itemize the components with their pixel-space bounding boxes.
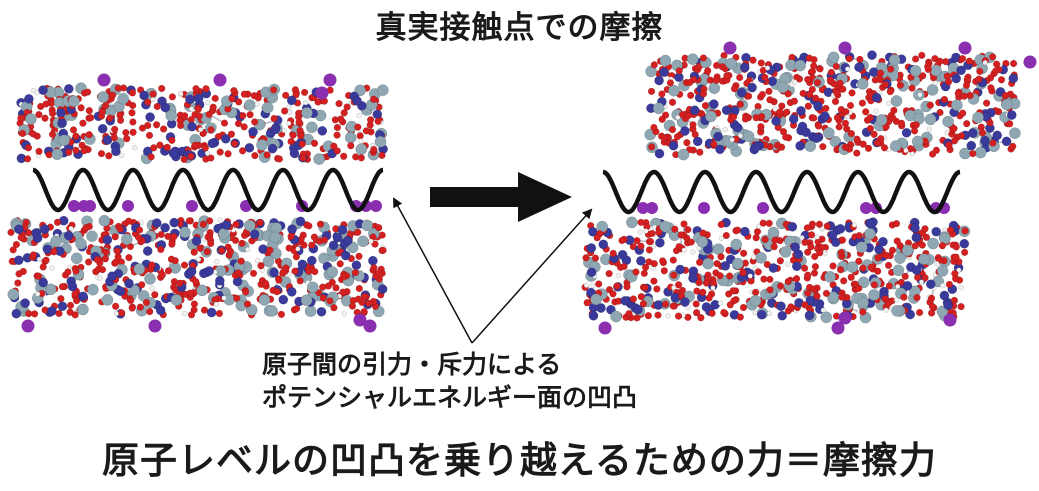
- left-lower-crystal-layer: [7, 214, 388, 333]
- diagram-title: 真実接触点での摩擦: [375, 10, 664, 46]
- conclusion-text: 原子レベルの凹凸を乗り越えるための力＝摩擦力: [102, 439, 937, 482]
- right-potential-wave: [602, 169, 961, 215]
- pointer-to-right-wave: [471, 208, 593, 344]
- left-potential-wave: [32, 167, 384, 213]
- annotation-line-2: ポテンシャルエネルギー面の凹凸: [262, 383, 638, 412]
- left-upper-crystal-layer: [16, 73, 389, 165]
- sliding-arrow: [430, 172, 572, 222]
- right-lower-crystal-layer: [581, 216, 971, 335]
- annotation-text: 原子間の引力・斥力による ポテンシャルエネルギー面の凹凸: [262, 348, 637, 414]
- pointer-to-left-wave: [393, 197, 473, 344]
- annotation-line-1: 原子間の引力・斥力による: [262, 350, 562, 379]
- right-upper-crystal-layer: [644, 41, 1037, 161]
